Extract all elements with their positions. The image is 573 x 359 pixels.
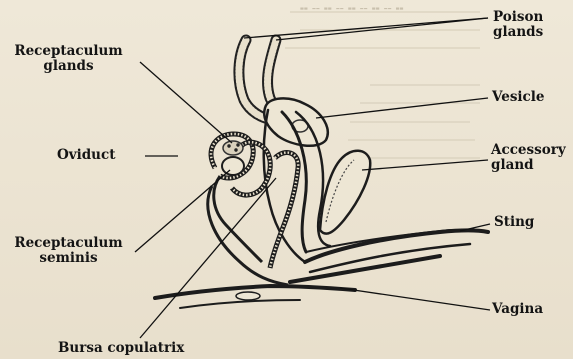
label-bursa-copulatrix: Bursa copulatrix	[58, 341, 184, 356]
label-poison-glands: Poison glands	[493, 10, 543, 40]
label-receptaculum-seminis: Receptaculum seminis	[6, 236, 131, 266]
label-sting: Sting	[494, 215, 534, 230]
label-receptaculum-glands: Receptaculum glands	[6, 44, 131, 74]
label-oviduct: Oviduct	[57, 148, 115, 163]
vesicle-shape	[264, 98, 328, 145]
label-vesicle: Vesicle	[492, 90, 545, 105]
label-vagina: Vagina	[492, 302, 543, 317]
label-accessory-gland: Accessory gland	[491, 143, 566, 173]
accessory-gland-shape	[320, 151, 370, 234]
leader-lines	[135, 18, 490, 338]
oviduct-coil-shape	[208, 134, 298, 300]
